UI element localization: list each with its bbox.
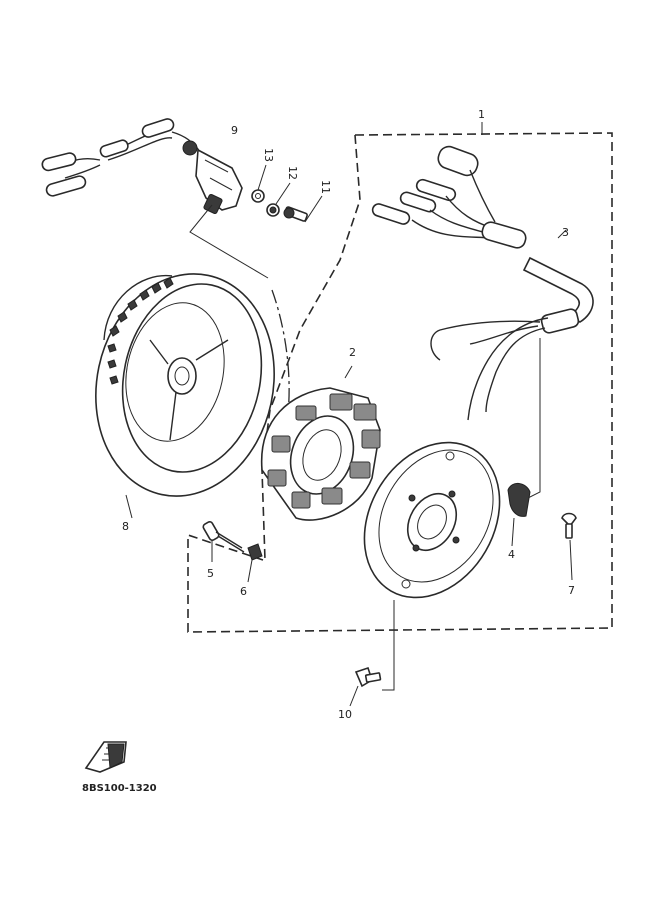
diagram-code: 8BS100-1320 [82,783,157,794]
callout-7: 7 [568,584,575,597]
callout-5: 5 [207,567,214,580]
small-hardware [251,164,323,223]
screw-10 [349,666,382,707]
callout-11: 11 [319,180,332,194]
callout-4: 4 [508,548,515,561]
screw-7 [561,512,577,581]
bolts-5-6 [202,521,263,583]
base-plate [363,441,501,691]
pickup-coil-assembly [41,118,269,279]
front-arrow-icon [84,741,127,773]
flywheel-teeth [107,277,174,385]
wire-clip [507,483,531,547]
callout-labels: 1 2 3 4 5 6 7 8 9 10 11 12 13 [122,108,575,721]
callout-9: 9 [231,124,238,137]
wiring-harness [371,145,594,501]
callout-2: 2 [349,346,356,359]
callout-3: 3 [562,226,569,239]
stator [260,365,381,521]
callout-10: 10 [338,708,352,721]
callout-6: 6 [240,585,247,598]
callout-13: 13 [262,148,275,162]
flywheel [95,273,290,519]
callout-8: 8 [122,520,129,533]
callout-1: 1 [478,108,485,121]
callout-12: 12 [286,166,299,180]
